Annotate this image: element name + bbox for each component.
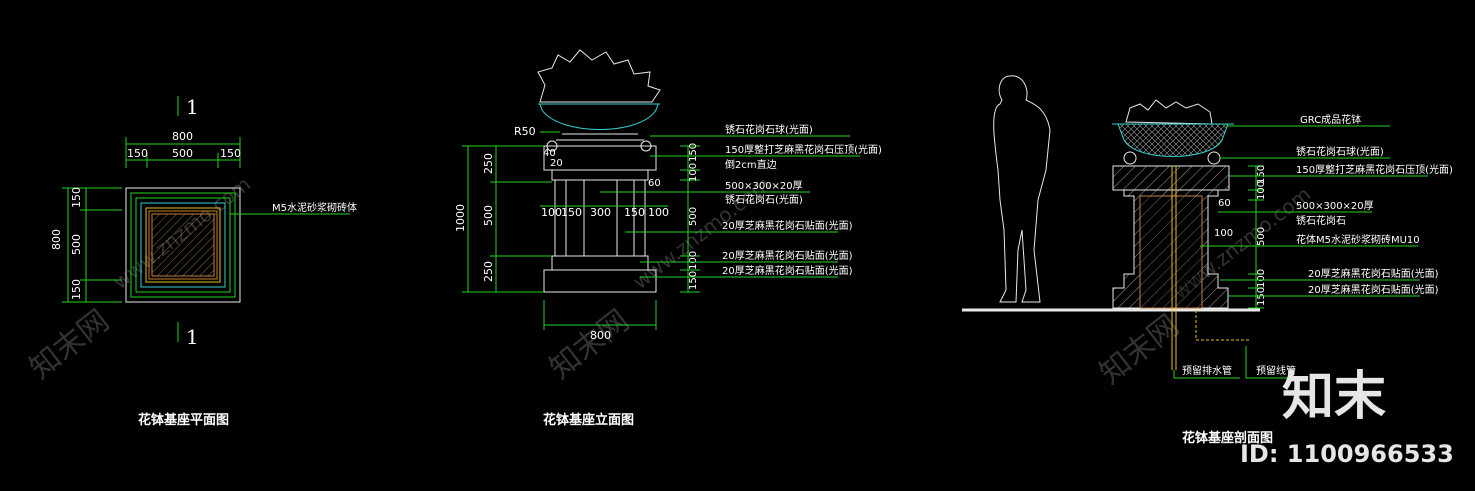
image-id: ID: 1100966533 (1240, 440, 1454, 468)
elevation-title: 花钵基座立面图 (543, 412, 634, 428)
dim-elev-60: 60 (648, 178, 661, 189)
planter-bowl (539, 103, 659, 130)
cut-marker-top: 1 (186, 95, 199, 119)
elev-note-cap: 150厚整打芝麻黑花岗石压顶(光面) (725, 143, 882, 156)
dim-total-width: 800 (172, 130, 193, 143)
sec-note-size: 500×300×20厚 (1296, 200, 1374, 212)
dim-sec-100: 100 (1256, 181, 1267, 200)
section-view: 150 100 500 100 150 60 100 GRC成品花钵 锈石花岗石… (962, 75, 1453, 446)
brand-logo: 知末 ID: 1100966533 (1240, 367, 1454, 468)
section-body (1112, 189, 1229, 309)
dim-elev-150a: 150 (561, 206, 582, 219)
dim-20: 20 (550, 158, 563, 169)
plant-foliage (537, 49, 661, 103)
dim-radius: R50 (514, 125, 536, 138)
stone-ball (1123, 151, 1137, 165)
sec-note-ball: 锈石花岗石球(光面) (1296, 145, 1384, 158)
dim-elev-150b: 150 (624, 206, 645, 219)
dim-sec-150: 150 (1256, 165, 1267, 184)
dim-elev-800: 800 (590, 329, 611, 342)
drain-pipe-label: 预留排水管 (1182, 364, 1232, 377)
dim-elev-500: 500 (482, 205, 495, 226)
dim-40: 40 (543, 148, 556, 159)
sec-note-veneer-2: 20厚芝麻黑花岗石贴面(光面) (1308, 283, 1439, 296)
dim-elev-100a: 100 (541, 206, 562, 219)
dim-elev-r100b: 100 (688, 251, 699, 270)
cut-marker-bottom: 1 (186, 325, 199, 349)
dim-elev-r150b: 150 (688, 271, 699, 290)
dim-elev-total: 1000 (454, 204, 467, 232)
dim-sec-60: 60 (1218, 198, 1231, 209)
dim-elev-100b: 100 (648, 206, 669, 219)
sec-note-cap: 150厚整打芝麻黑花岗石压顶(光面) (1296, 163, 1453, 176)
dim-sec-100c: 100 (1214, 228, 1233, 239)
watermark-text: 知末网 (543, 303, 635, 386)
plant-foliage (1125, 99, 1213, 125)
dim-width-2: 500 (172, 147, 193, 160)
elev-note-edge: 倒2cm直边 (725, 158, 777, 171)
dim-height-2: 500 (70, 234, 83, 255)
elev-note-ball: 锈石花岗石球(光面) (725, 123, 813, 136)
elev-note-veneer-2: 20厚芝麻黑花岗石贴面(光面) (722, 249, 853, 262)
conduit-label: 预留线管 (1256, 364, 1296, 377)
sec-note-veneer-1: 20厚芝麻黑花岗石贴面(光面) (1308, 267, 1439, 280)
human-figure (993, 75, 1051, 303)
dim-elev-r500: 500 (688, 207, 699, 226)
dim-sec-100b: 100 (1256, 269, 1267, 288)
elev-note-veneer-3: 20厚芝麻黑花岗石贴面(光面) (722, 264, 853, 277)
section-title: 花钵基座剖面图 (1182, 430, 1273, 446)
elev-note-granite: 锈石花岗石(光面) (725, 193, 803, 206)
elev-note-veneer-1: 20厚芝麻黑花岗石贴面(光面) (722, 219, 853, 232)
brand-logo-text: 知末 (1282, 367, 1386, 427)
section-cap (1112, 165, 1230, 191)
dim-elev-r150: 150 (688, 143, 699, 162)
sec-note-granite: 锈石花岗石 (1296, 214, 1346, 227)
dim-sec-500: 500 (1256, 227, 1267, 246)
sec-note-brick: 花体M5水泥砂浆砌砖MU10 (1296, 233, 1420, 246)
plan-note-brick: M5水泥砂浆砌砖体 (272, 201, 357, 214)
dim-height-3: 150 (70, 279, 83, 300)
pedestal-base (543, 269, 657, 293)
stone-ball (1207, 151, 1221, 165)
dim-width-3: 150 (220, 147, 241, 160)
dim-elev-r100: 100 (688, 163, 699, 182)
elevation-view: 1000 250 500 250 R50 40 20 100 150 300 1… (454, 49, 882, 428)
dim-total-height: 800 (50, 229, 63, 250)
watermark-text: 知末网 (23, 303, 115, 386)
plan-title: 花钵基座平面图 (138, 412, 229, 428)
elev-note-size: 500×300×20厚 (725, 180, 803, 192)
dim-elev-250b: 250 (482, 261, 495, 282)
dim-elev-300: 300 (590, 206, 611, 219)
dim-width-1: 150 (127, 147, 148, 160)
sec-note-grc: GRC成品花钵 (1300, 113, 1361, 126)
dim-height-1: 150 (70, 187, 83, 208)
plan-view: 1 1 800 150 500 150 800 150 500 150 (50, 95, 357, 428)
dim-elev-250a: 250 (482, 153, 495, 174)
grc-planter (1117, 123, 1229, 157)
